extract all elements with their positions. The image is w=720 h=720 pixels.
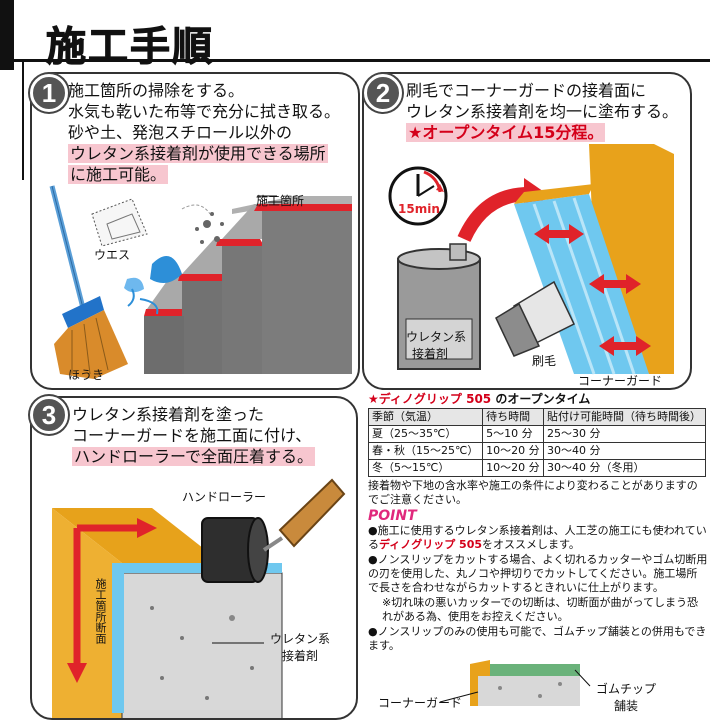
header: 施工手順 — [14, 10, 710, 71]
dust-icon — [181, 204, 224, 244]
table-row: 夏（25～35℃） 5～10 分 25～30 分 — [367, 425, 707, 443]
label-adhesive: ウレタン系 接着剤 — [270, 632, 331, 663]
adhesive-can-icon — [397, 243, 481, 370]
clock-icon — [388, 166, 448, 226]
header-bar — [0, 0, 14, 70]
label-brush: 刷毛 — [532, 354, 557, 368]
step2-panel: 刷毛でコーナーガードの接着面に ウレタン系接着剤を均一に塗布する。 ★オープンタ… — [362, 72, 692, 390]
step3-number-badge: 3 — [30, 396, 68, 434]
page-title: 施工手順 — [46, 24, 214, 71]
label-broom: ほうき — [68, 368, 105, 382]
label-corner-guard: コーナーガード — [378, 696, 463, 710]
step1-text: 施工箇所の掃除をする。 水気も乾いた布等で充分に拭き取る。 砂や土、発泡スチロー… — [68, 81, 341, 184]
label-cloth: ウエス — [94, 248, 131, 262]
step1-number-badge: 1 — [30, 74, 68, 112]
table-row: 冬（5～15℃） 10～20 分 30～40 分（冬用） — [367, 459, 707, 477]
step1-illustration — [49, 185, 352, 379]
step3-panel: ウレタン系接着剤を塗った コーナーガードを施工面に付け、 ハンドローラーで全面圧… — [30, 396, 358, 720]
spread-arrows-icon — [534, 224, 651, 356]
step3-text: ウレタン系接着剤を塗った コーナーガードを施工面に付け、 ハンドローラーで全面圧… — [72, 405, 316, 466]
label-site: 施工箇所 — [256, 194, 305, 208]
cloth-icon — [91, 198, 148, 247]
point-item: ●ノンスリップのみの使用も可能で、ゴムチップ舗装との併用もできます。 — [368, 625, 707, 652]
point-subnote: ※切れ味の悪いカッターでの切断は、切断面が曲がってしまう恐れがある為、使用をお控… — [382, 596, 699, 623]
step2-number-badge: 2 — [364, 74, 402, 112]
left-rule — [22, 62, 24, 180]
point-item: ●施工に使用するウレタン系接着剤は、人工芝の施工にも使われているディノグリップ … — [368, 524, 707, 551]
table-row: 春・秋（15～25℃） 10～20 分 30～40 分 — [367, 442, 707, 460]
step2-illustration — [388, 144, 674, 375]
point-item: ●ノンスリップをカットする場合、よく切れるカッターやゴム切断用の刃を使用した、丸… — [368, 553, 708, 594]
label-section: 施工箇所断面 — [92, 578, 108, 644]
clock-label: 15min — [398, 202, 440, 216]
hand-roller-icon — [201, 478, 346, 583]
label-guard: コーナーガード — [578, 374, 663, 388]
broom-icon — [49, 185, 128, 379]
step1-panel: 施工箇所の掃除をする。 水気も乾いた布等で充分に拭き取る。 砂や土、発泡スチロー… — [30, 72, 360, 390]
rubber-chip-illustration — [439, 660, 591, 706]
open-time-title: ★ディノグリップ 505 のオープンタイム — [368, 392, 591, 406]
can-label: ウレタン系 接着剤 — [406, 330, 467, 361]
open-time-info: ★ディノグリップ 505 のオープンタイム 季節（気温） 待ち時間 貼付け可能時… — [367, 392, 708, 653]
label-roller: ハンドローラー — [182, 490, 267, 504]
brush-icon — [495, 280, 575, 357]
note-text: 接着物や下地の含水率や施工の条件により変わることがありますのでご注意ください。 — [368, 479, 698, 506]
step3-illustration — [52, 478, 346, 718]
water-splash-icon — [124, 256, 182, 315]
label-rubber-chip: ゴムチップ 舗装 — [596, 682, 657, 713]
step2-text: 刷毛でコーナーガードの接着面に ウレタン系接着剤を均一に塗布する。 ★オープンタ… — [406, 81, 679, 142]
point-heading: POINT — [368, 508, 417, 524]
open-time-table: 季節（気温） 待ち時間 貼付け可能時間（待ち時間後） 夏（25～35℃） 5～1… — [367, 408, 707, 477]
concrete-block-illustration — [52, 508, 283, 718]
stairs-illustration — [144, 195, 352, 374]
